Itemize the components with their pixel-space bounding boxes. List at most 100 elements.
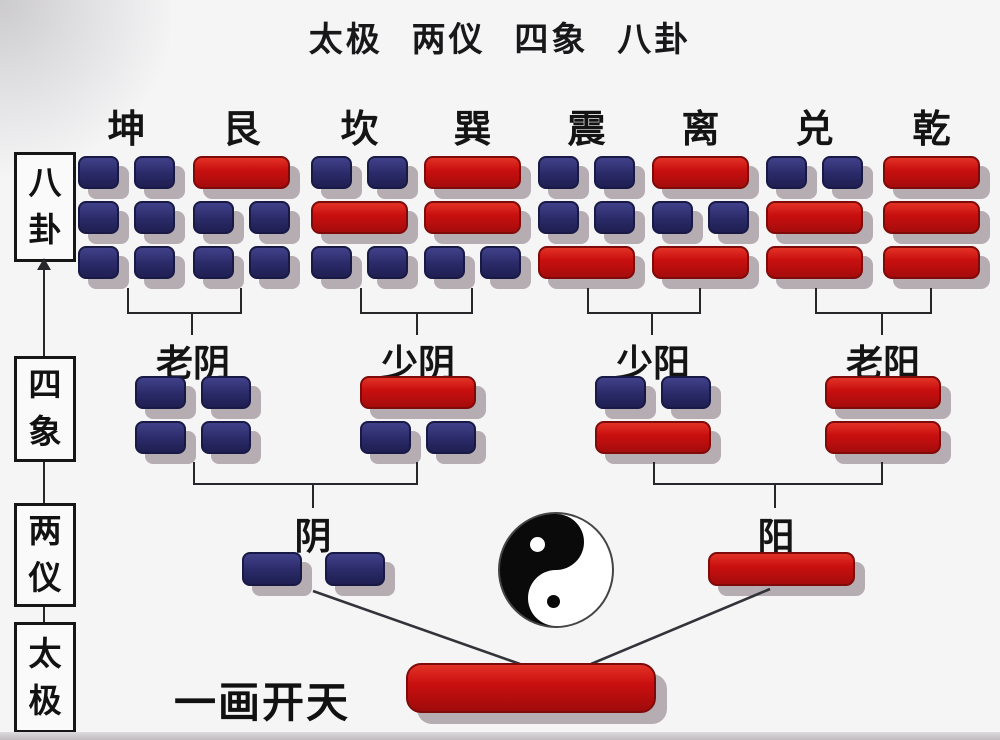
trigram-label-qian: 乾 <box>912 106 951 151</box>
yin-line-right-half <box>249 246 290 279</box>
yang-line <box>766 246 863 279</box>
yang-line <box>538 246 635 279</box>
yang-line <box>360 376 476 409</box>
yin-line <box>538 201 635 234</box>
rail-box-liangyi: 两仪 <box>14 503 76 607</box>
yin-line-left-half <box>78 156 119 189</box>
taiji-caption: 一画开天 <box>173 678 350 727</box>
trigram-xun <box>424 156 521 291</box>
stub-shaoyang <box>651 314 653 335</box>
liangyi-label-yang: 阳 <box>757 514 795 558</box>
yin-line-right-half <box>249 201 290 234</box>
yang-line <box>652 246 749 279</box>
yin-line-left-half <box>135 376 186 409</box>
stub-yang <box>774 485 776 508</box>
trigram-kun <box>78 156 175 291</box>
liangyi-label-yin: 阴 <box>294 514 332 558</box>
digram-shaoyang <box>595 376 711 466</box>
yang-line <box>825 376 941 409</box>
page-title: 太极 两仪 四象 八卦 <box>308 20 692 60</box>
yang-line <box>766 201 863 234</box>
sixiang-label-shaoyin: 少阴 <box>381 341 455 385</box>
bracket-zhen-li <box>587 288 701 314</box>
yin-line-left-half <box>766 156 807 189</box>
rail-connector-2 <box>43 462 45 503</box>
trigram-zhen <box>538 156 635 291</box>
monogram-yang <box>708 552 855 586</box>
yang-line <box>595 421 711 454</box>
yin-line-left-half <box>311 246 352 279</box>
yang-line <box>193 156 290 189</box>
yin-line-left-half <box>311 156 352 189</box>
yang-line <box>424 156 521 189</box>
yin-line <box>652 201 749 234</box>
yinyang-white-dot <box>530 537 545 552</box>
yin-line <box>135 376 251 409</box>
yin-line <box>78 156 175 189</box>
rail-connector-1 <box>43 268 45 356</box>
yin-line-left-half <box>78 201 119 234</box>
yin-yang-symbol <box>498 512 614 628</box>
stub-shaoyin <box>416 314 418 335</box>
digram-laoyang <box>825 376 941 466</box>
rail-box-bagua: 八卦 <box>14 152 76 262</box>
bracket-yang-side <box>653 462 883 485</box>
yin-line-right-half <box>367 156 408 189</box>
yin-line <box>595 376 711 409</box>
yin-line-right-half <box>708 201 749 234</box>
yin-line <box>193 246 290 279</box>
yin-line-left-half <box>360 421 411 454</box>
yin-line-right-half <box>325 552 385 586</box>
bracket-yin-side <box>193 462 418 485</box>
yin-line-right-half <box>822 156 863 189</box>
stub-yin <box>312 485 314 508</box>
yin-line <box>360 421 476 454</box>
trigram-label-kan: 坎 <box>340 106 379 151</box>
yin-line-left-half <box>538 156 579 189</box>
yin-line-right-half <box>660 376 711 409</box>
stub-laoyang <box>881 314 883 335</box>
yang-line <box>424 201 521 234</box>
trigram-qian <box>883 156 980 291</box>
bracket-kun-gen <box>127 288 242 314</box>
yin-line <box>78 246 175 279</box>
bottom-edge-strip <box>0 732 1000 740</box>
digram-shaoyin <box>360 376 476 466</box>
yin-line-left-half <box>424 246 465 279</box>
yin-line-right-half <box>200 421 251 454</box>
yin-line-right-half <box>594 156 635 189</box>
yin-line-right-half <box>594 201 635 234</box>
yin-line-left-half <box>135 421 186 454</box>
yin-line <box>135 421 251 454</box>
arrow-up-icon <box>37 258 51 270</box>
yin-line-right-half <box>425 421 476 454</box>
sixiang-label-laoyin: 老阴 <box>156 341 230 385</box>
yin-line <box>242 552 385 586</box>
digram-laoyin <box>135 376 251 466</box>
trigram-dui <box>766 156 863 291</box>
yin-line-left-half <box>193 201 234 234</box>
trigram-label-li: 离 <box>681 106 720 151</box>
yin-line-right-half <box>134 201 175 234</box>
yin-line-right-half <box>367 246 408 279</box>
yin-line-left-half <box>78 246 119 279</box>
trigram-kan <box>311 156 408 291</box>
trigram-label-dui: 兑 <box>795 106 834 151</box>
trigram-li <box>652 156 749 291</box>
yang-line <box>883 201 980 234</box>
rail-box-sixiang: 四象 <box>14 356 76 462</box>
trigram-gen <box>193 156 290 291</box>
trigram-label-gen: 艮 <box>222 106 261 151</box>
yinyang-black-dot <box>547 595 560 608</box>
bracket-dui-qian <box>815 288 932 314</box>
yin-line-left-half <box>193 246 234 279</box>
monogram-yin <box>242 552 385 586</box>
yin-line <box>538 156 635 189</box>
yin-line-right-half <box>134 246 175 279</box>
yang-line <box>708 552 855 586</box>
yang-line <box>825 421 941 454</box>
yin-line-right-half <box>200 376 251 409</box>
yin-line-left-half <box>538 201 579 234</box>
yang-line <box>883 156 980 189</box>
